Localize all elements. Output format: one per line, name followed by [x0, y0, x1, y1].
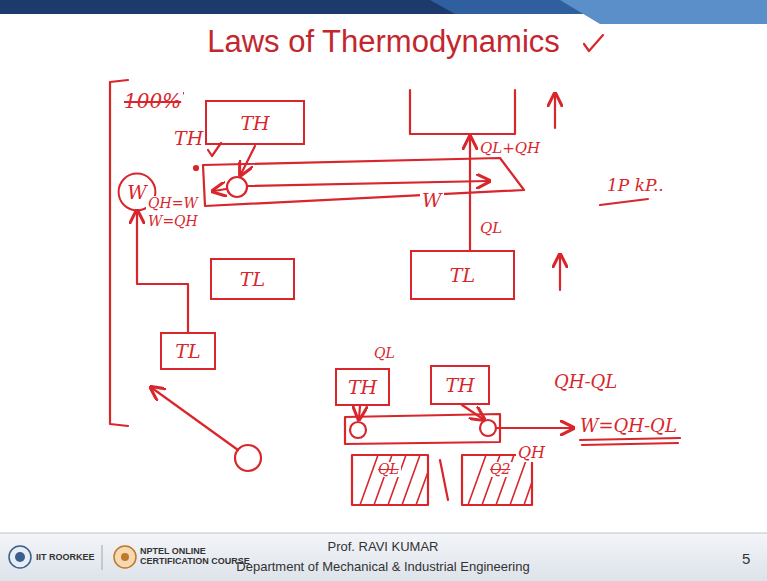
double-underline: [580, 438, 680, 445]
handwritten-note: W=QH-QL: [578, 416, 679, 436]
handwritten-note: W=QH: [146, 214, 200, 229]
heat-arrow: [462, 405, 483, 419]
handwritten-note: QL: [376, 462, 401, 477]
handwritten-note: W: [420, 190, 444, 211]
node-label: TH: [348, 376, 377, 398]
footer-band: [0, 533, 767, 581]
footer-text: NPTEL ONLINE CERTIFICATION COURSE: [140, 546, 250, 567]
device-band: [345, 414, 500, 444]
hatched-box: [462, 455, 532, 505]
reservoir-box: TH: [335, 368, 390, 406]
node-label: W: [127, 181, 147, 203]
reservoir-box: TL: [160, 332, 216, 370]
reservoir-box: TL: [410, 250, 515, 300]
diagonal-arrow: [152, 388, 238, 450]
up-arrow: [554, 95, 556, 128]
heat-arrow: [359, 406, 360, 418]
handwritten-note: TH: [172, 128, 205, 149]
header-bar: [0, 0, 767, 72]
hand-sketch: [110, 35, 680, 505]
footer-text: Department of Mechanical & Industrial En…: [236, 560, 529, 575]
hatched-box: [352, 455, 428, 505]
work-arrow: [248, 181, 488, 186]
up-arrow: [559, 256, 561, 290]
bracket: [110, 80, 128, 426]
handwritten-note: Q2: [488, 462, 512, 477]
node-label: TL: [240, 268, 265, 290]
slide-title: Laws of Thermodynamics: [0, 24, 767, 60]
handwritten-note: QL+QH: [478, 140, 542, 157]
handwritten-note: QL: [478, 220, 504, 237]
dot: [194, 166, 198, 170]
engine-circle: [350, 422, 366, 438]
engine-circle: [235, 445, 261, 471]
heat-flow-arrow: [137, 212, 188, 332]
handwritten-note: QH-QL: [552, 372, 619, 392]
heat-arrow: [241, 146, 255, 174]
reservoir-box: TH: [205, 100, 305, 145]
handwritten-note: 100%: [122, 90, 183, 112]
node-label: TL: [450, 264, 475, 286]
separator-stroke: [440, 460, 448, 500]
handwritten-note: 1P kP..: [605, 176, 666, 195]
node-label: TL: [175, 340, 200, 362]
underline: [600, 199, 648, 205]
check-mark: [584, 35, 603, 51]
node-label: TH: [240, 112, 269, 134]
hatching: [468, 455, 532, 505]
engine-circle: [227, 177, 247, 197]
footer-text: Prof. RAVI KUMAR: [327, 540, 438, 555]
reservoir-box: TL: [210, 258, 295, 300]
hatching: [360, 455, 428, 505]
reservoir-box: TH: [430, 365, 490, 405]
heat-arrow: [214, 189, 226, 191]
node-label: TH: [445, 374, 474, 396]
reservoir-box: [410, 90, 515, 134]
handwritten-note: QH=W: [146, 196, 200, 211]
footer-text: 5: [742, 550, 750, 567]
heat-arrow: [469, 138, 471, 250]
device-band: [203, 158, 524, 206]
work-arrow: [497, 427, 572, 429]
engine-circle: [480, 420, 496, 436]
handwritten-note: QH: [516, 444, 547, 462]
footer-text: IIT ROORKEE: [36, 552, 95, 562]
handwritten-note: QL: [372, 346, 397, 361]
